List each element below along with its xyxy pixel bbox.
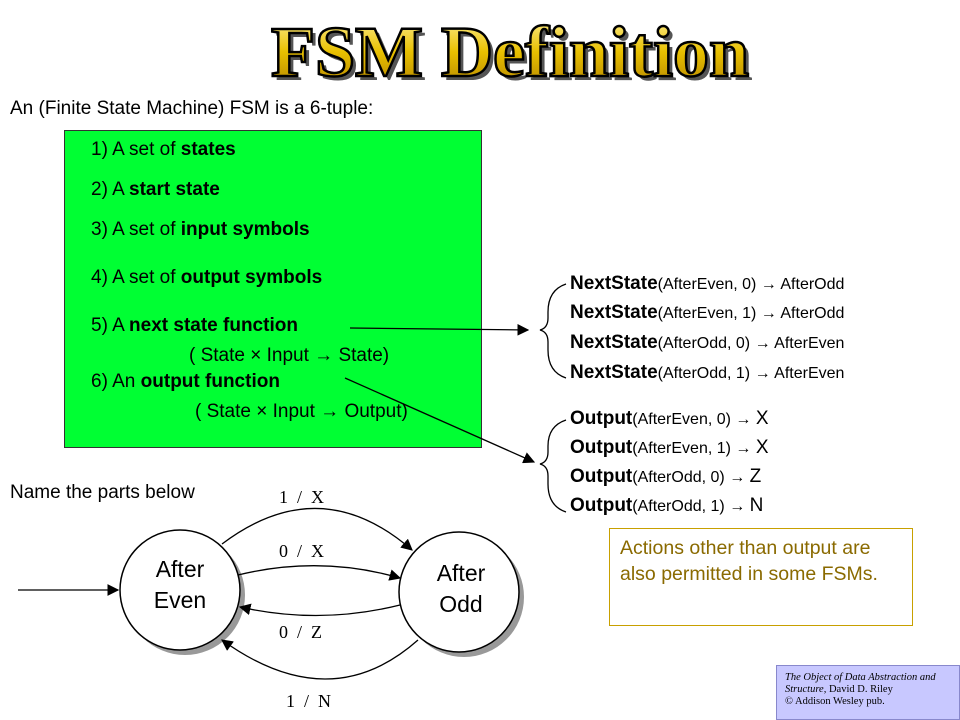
rule-fn: NextState: [570, 302, 658, 323]
state-label: After: [156, 556, 205, 582]
arrow-icon: →: [724, 498, 750, 515]
rule-result: Z: [749, 466, 762, 487]
rule-args: (AfterEven, 0): [632, 411, 731, 428]
output-rule: Output(AfterOdd, 0) → Z: [570, 466, 761, 488]
transition-label: 1 / N: [286, 691, 331, 711]
credit-title: The Object of Data Abstraction and Struc…: [785, 672, 936, 695]
output-rule: Output(AfterOdd, 1) → N: [570, 495, 763, 517]
actions-note: Actions other than output are also permi…: [609, 528, 913, 626]
rule-fn: Output: [570, 466, 633, 487]
output-rule: Output(AfterEven, 1) → X: [570, 437, 769, 459]
rule-result: AfterOdd: [780, 276, 845, 293]
state-after-odd: [398, 531, 520, 653]
tuple-item-next-state-function: 5) A next state function: [91, 315, 298, 337]
credit-author: David D. Riley: [826, 684, 893, 695]
next-state-rule: NextState(AfterOdd, 0) → AfterEven: [570, 332, 844, 354]
rule-fn: NextState: [570, 362, 658, 383]
next-state-rule: NextState(AfterEven, 0) → AfterOdd: [570, 273, 844, 295]
credit-box: The Object of Data Abstraction and Struc…: [776, 665, 960, 720]
state-label: After: [437, 560, 486, 586]
item-bold: states: [180, 139, 236, 160]
arrow-icon: →: [756, 276, 781, 293]
state-label: Odd: [439, 591, 482, 617]
tuple-item-output-function: 6) An output function: [91, 371, 280, 393]
next-state-rule: NextState(AfterEven, 1) → AfterOdd: [570, 302, 844, 324]
tuple-item-input-symbols: 3) A set of input symbols: [91, 219, 310, 241]
rule-fn: Output: [570, 408, 633, 429]
arrow-icon: →: [750, 365, 775, 382]
title-text: FSM Definition: [271, 12, 749, 88]
rule-result: X: [755, 437, 769, 458]
rule-fn: NextState: [570, 332, 658, 353]
connector-output: [344, 377, 536, 464]
rule-result: AfterOdd: [780, 305, 845, 322]
rule-args: (AfterEven, 1): [657, 305, 757, 322]
item-text: 4) A set of: [91, 267, 181, 288]
tuple-box: 1) A set of states 2) A start state 3) A…: [64, 130, 482, 448]
rule-result: AfterEven: [774, 365, 845, 382]
rule-args: (AfterEven, 1): [632, 440, 731, 457]
item-bold: input symbols: [180, 219, 310, 240]
rule-result: X: [755, 408, 769, 429]
rule-result: N: [749, 495, 764, 516]
arrow-icon: →: [724, 469, 750, 486]
item-text: 1) A set of: [91, 139, 181, 160]
item-text: 3) A set of: [91, 219, 181, 240]
item-bold: output symbols: [180, 267, 323, 288]
transition-upper-mid: [237, 565, 402, 581]
item-text: 6) An: [91, 371, 141, 392]
output-rule: Output(AfterEven, 0) → X: [570, 408, 769, 430]
rule-fn: Output: [570, 495, 633, 516]
transition-lower-mid: [238, 603, 401, 617]
rule-fn: Output: [570, 437, 633, 458]
transition-label: 1 / X: [279, 487, 324, 507]
transition-label: 0 / Z: [279, 622, 322, 642]
subtitle: An (Finite State Machine) FSM is a 6-tup…: [10, 98, 374, 119]
item-bold: start state: [129, 179, 220, 200]
arrow-icon: →: [730, 440, 756, 457]
arrow-icon: →: [756, 305, 781, 322]
transition-label: 0 / X: [279, 541, 324, 561]
credit-publisher: © Addison Wesley pub.: [785, 696, 885, 707]
rule-args: (AfterOdd, 0): [632, 469, 725, 486]
tuple-item-start-state: 2) A start state: [91, 179, 220, 201]
rule-args: (AfterOdd, 1): [657, 365, 751, 382]
item-bold: output function: [140, 371, 280, 392]
output-signature: ( State × Input → Output): [195, 401, 408, 422]
state-label: Even: [154, 587, 206, 613]
rule-fn: NextState: [570, 273, 658, 294]
transition-bottom: [221, 639, 419, 680]
name-parts-label: Name the parts below: [10, 482, 195, 503]
next-state-signature: ( State × Input → State): [189, 345, 390, 366]
rule-args: (AfterEven, 0): [657, 276, 757, 293]
tuple-item-output-symbols: 4) A set of output symbols: [91, 267, 322, 289]
title-shadow: FSM Definition: [275, 16, 753, 88]
item-bold: next state function: [129, 315, 298, 336]
item-text: 5) A: [91, 315, 130, 336]
page-title: FSM Definition FSM Definition: [270, 11, 753, 88]
next-state-rule: NextState(AfterOdd, 1) → AfterEven: [570, 362, 844, 384]
arrow-icon: →: [750, 335, 775, 352]
brace-next-state: [539, 283, 567, 379]
arrow-icon: →: [730, 411, 756, 428]
state-after-even: [119, 529, 241, 651]
rule-args: (AfterOdd, 0): [657, 335, 751, 352]
item-text: 2) A: [91, 179, 130, 200]
tuple-item-states: 1) A set of states: [91, 139, 236, 161]
connector-next-state: [349, 324, 530, 336]
transition-top: [221, 507, 413, 551]
brace-output: [539, 419, 567, 513]
rule-result: AfterEven: [774, 335, 845, 352]
rule-args: (AfterOdd, 1): [632, 498, 725, 515]
